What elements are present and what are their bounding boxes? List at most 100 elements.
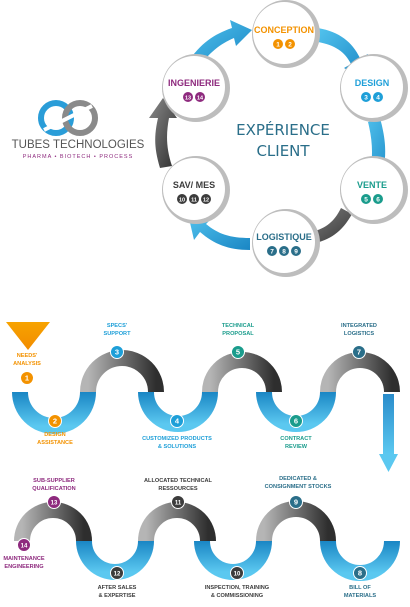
node-badges: 1 2 3 4 5 6 7 8 9 10 11 12 13 14 bbox=[177, 39, 383, 256]
cycle-center-line1: EXPÉRIENCE bbox=[236, 120, 330, 139]
badge-2 bbox=[285, 39, 295, 49]
process-row-2 bbox=[14, 501, 400, 581]
tube-9 bbox=[256, 501, 336, 542]
step-label-4-line-2: & SOLUTIONS bbox=[158, 444, 196, 450]
step-badge-2 bbox=[48, 414, 62, 428]
badge-6 bbox=[373, 194, 383, 204]
node-label-sav: SAV/ MES bbox=[173, 180, 215, 190]
tube-5 bbox=[202, 352, 282, 393]
svg-text:7: 7 bbox=[270, 249, 274, 256]
step-label-10-line-1: INSPECTION, TRAINING bbox=[205, 585, 269, 591]
step-number-3: 3 bbox=[115, 348, 119, 357]
svg-text:9: 9 bbox=[294, 249, 298, 256]
step-badge-7 bbox=[352, 345, 366, 359]
step-badge-11 bbox=[171, 495, 185, 509]
svg-text:11: 11 bbox=[191, 197, 197, 203]
down-arrow-icon bbox=[379, 454, 398, 472]
step-label-13-line-2: QUALIFICATION bbox=[32, 486, 75, 492]
step-badge-10 bbox=[230, 566, 244, 580]
badge-3 bbox=[361, 92, 371, 102]
step-label-1-line-2: ANALYSIS bbox=[13, 361, 41, 367]
step-label-2-line-1: DESIGN bbox=[44, 432, 65, 438]
step-label-14-line-2: ENGINEERING bbox=[4, 564, 43, 570]
badge-1 bbox=[273, 39, 283, 49]
node-label-ingenierie: INGENIERIE bbox=[168, 78, 220, 88]
svg-text:13: 13 bbox=[185, 95, 191, 101]
step-label-3-line-2: SUPPORT bbox=[103, 331, 131, 337]
step-badge-12 bbox=[110, 566, 124, 580]
tube-11 bbox=[138, 502, 216, 542]
node-sav bbox=[163, 158, 225, 220]
step-number-1: 1 bbox=[25, 374, 29, 383]
step-number-8: 8 bbox=[358, 569, 362, 578]
step-badge-1 bbox=[20, 371, 34, 385]
step-number-13: 13 bbox=[51, 501, 58, 507]
step-badge-6 bbox=[289, 414, 303, 428]
down-connector bbox=[383, 394, 394, 454]
node-label-vente: VENTE bbox=[357, 180, 387, 190]
badge-5 bbox=[361, 194, 371, 204]
step-label-10-line-2: & COMMISSIONING bbox=[211, 593, 263, 599]
svg-text:4: 4 bbox=[376, 95, 380, 102]
step-label-8-line-2: MATERIALS bbox=[344, 593, 376, 599]
svg-text:8: 8 bbox=[282, 249, 286, 256]
step-badge-4 bbox=[170, 414, 184, 428]
step-number-2: 2 bbox=[53, 417, 57, 426]
step-number-7: 7 bbox=[357, 348, 361, 357]
step-badge-5 bbox=[231, 345, 245, 359]
badge-9 bbox=[291, 246, 301, 256]
tube-3 bbox=[80, 350, 164, 393]
cycle-center-line2: CLIENT bbox=[256, 142, 310, 160]
step-label-9-line-1: DEDICATED & bbox=[279, 476, 317, 482]
node-ingenierie bbox=[163, 56, 225, 118]
step-label-11-line-1: ALLOCATED TECHNICAL bbox=[144, 478, 213, 484]
svg-text:5: 5 bbox=[364, 197, 368, 204]
tube-13 bbox=[14, 502, 92, 542]
step-label-14-line-1: MAINTENANCE bbox=[3, 556, 45, 562]
step-number-6: 6 bbox=[294, 417, 298, 426]
brand-logo bbox=[38, 100, 98, 136]
step-badge-9 bbox=[289, 495, 303, 509]
step-number-4: 4 bbox=[175, 417, 180, 426]
badge-12 bbox=[201, 194, 211, 204]
svg-text:2: 2 bbox=[288, 42, 292, 49]
step-label-8-line-1: BILL OF bbox=[349, 585, 371, 591]
step-label-2-line-2: ASSISTANCE bbox=[37, 440, 73, 446]
step-label-5-line-2: PROPOSAL bbox=[222, 331, 254, 337]
svg-text:1: 1 bbox=[276, 42, 280, 49]
step-number-5: 5 bbox=[236, 348, 240, 357]
step-label-12-line-1: AFTER SALES bbox=[98, 585, 137, 591]
step-label-12-line-2: & EXPERTISE bbox=[99, 593, 136, 599]
process-steps: 1NEEDS'ANALYSIS2DESIGNASSISTANCE3SPECS'S… bbox=[3, 323, 377, 599]
step-number-9: 9 bbox=[294, 498, 298, 507]
step-label-6-line-2: REVIEW bbox=[285, 444, 308, 450]
step-label-1-line-1: NEEDS' bbox=[17, 353, 38, 359]
step-number-12: 12 bbox=[114, 572, 121, 578]
badge-7 bbox=[267, 246, 277, 256]
node-vente bbox=[341, 158, 403, 220]
logo-slash bbox=[43, 104, 93, 132]
badge-11 bbox=[189, 194, 199, 204]
step-label-7-line-1: INTEGRATED bbox=[341, 323, 377, 329]
process-row-1 bbox=[12, 350, 400, 434]
node-label-logistique: LOGISTIQUE bbox=[256, 232, 312, 242]
brand-name: TUBES TECHNOLOGIES bbox=[12, 139, 145, 151]
step-label-5-line-1: TECHNICAL bbox=[222, 323, 255, 329]
badge-4 bbox=[373, 92, 383, 102]
step-number-14: 14 bbox=[21, 544, 28, 550]
step-badge-14 bbox=[17, 538, 31, 552]
step-label-9-line-2: CONSIGNMENT STOCKS bbox=[265, 484, 332, 490]
svg-text:6: 6 bbox=[376, 197, 380, 204]
start-funnel bbox=[6, 322, 50, 350]
step-badge-3 bbox=[110, 345, 124, 359]
node-label-conception: CONCEPTION bbox=[254, 25, 314, 35]
badge-10 bbox=[177, 194, 187, 204]
step-label-6-line-1: CONTRACT bbox=[280, 436, 312, 442]
node-logistique bbox=[253, 211, 315, 273]
svg-text:3: 3 bbox=[364, 95, 368, 102]
node-label-design: DESIGN bbox=[355, 78, 390, 88]
node-conception bbox=[253, 2, 315, 64]
step-number-11: 11 bbox=[175, 501, 182, 507]
step-number-10: 10 bbox=[234, 572, 241, 578]
